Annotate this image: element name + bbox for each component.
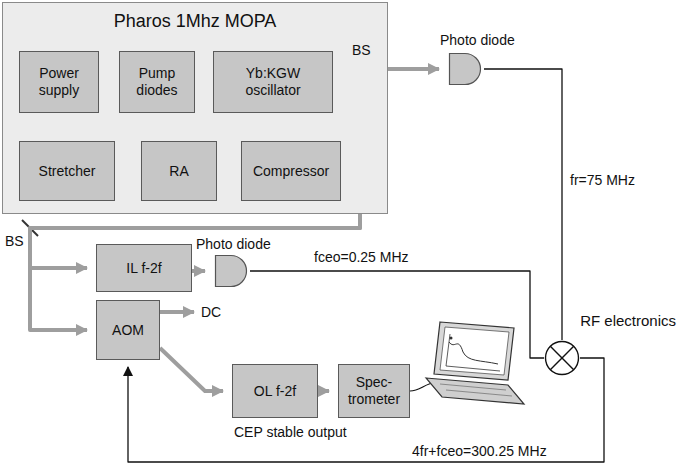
- box-label: Photo diode: [440, 32, 515, 49]
- process-box: AOM: [96, 300, 160, 360]
- process-box: OL f-2f: [232, 364, 318, 418]
- laptop-icon: [426, 322, 524, 404]
- process-box: RA: [141, 141, 217, 201]
- process-box: Pump diodes: [119, 51, 195, 113]
- photodiode-symbol: Photo diode: [196, 236, 286, 288]
- process-box: Yb:KGW oscillator: [213, 51, 333, 113]
- photodiode-shape: [448, 52, 484, 86]
- group-title: Pharos 1Mhz MOPA: [3, 11, 387, 32]
- mixer-circle: [544, 340, 580, 376]
- process-box: Spec- trometer: [338, 364, 410, 418]
- box-label: Photo diode: [196, 236, 271, 253]
- photodiode-symbol: Photo diode: [440, 32, 530, 90]
- signal-wire: [250, 271, 544, 358]
- mixer-symbol: RF electronics: [526, 312, 676, 378]
- beam-arrow: [318, 389, 329, 393]
- system-frame: Pharos 1Mhz MOPA Power supply Pump diodes Y…: [2, 2, 388, 214]
- box-label: RF electronics: [580, 312, 676, 329]
- process-box: Compressor: [241, 141, 341, 201]
- box-label: Compressor: [253, 163, 329, 180]
- box-label: Power supply: [23, 65, 95, 99]
- dc-beam: [160, 310, 194, 314]
- beam-arrow: [160, 348, 223, 391]
- box-label: OL f-2f: [254, 383, 296, 400]
- photodiode-shape: [214, 254, 250, 288]
- box-label: Yb:KGW oscillator: [217, 65, 329, 99]
- box-label: IL f-2f: [126, 260, 161, 277]
- signal-wire: [128, 358, 604, 462]
- annotation: BS: [350, 42, 373, 59]
- box-label: RA: [169, 163, 188, 180]
- box-label: Stretcher: [39, 163, 96, 180]
- annotation: BS: [3, 233, 26, 250]
- process-box: Power supply: [19, 51, 99, 113]
- annotation: DC: [199, 304, 223, 321]
- signal-label: fceo=0.25 MHz: [312, 249, 411, 266]
- annotation: CEP stable output: [232, 424, 349, 441]
- process-box: IL f-2f: [96, 244, 192, 292]
- signal-wire: [484, 69, 562, 340]
- box-label: Spec- trometer: [342, 374, 406, 408]
- beam-arrow: [192, 269, 205, 273]
- signal-label: 4fr+fceo=300.25 MHz: [410, 443, 549, 460]
- process-box: Stretcher: [19, 141, 115, 201]
- box-label: AOM: [112, 322, 144, 339]
- box-label: Pump diodes: [123, 65, 191, 99]
- signal-label: fr=75 MHz: [568, 172, 637, 189]
